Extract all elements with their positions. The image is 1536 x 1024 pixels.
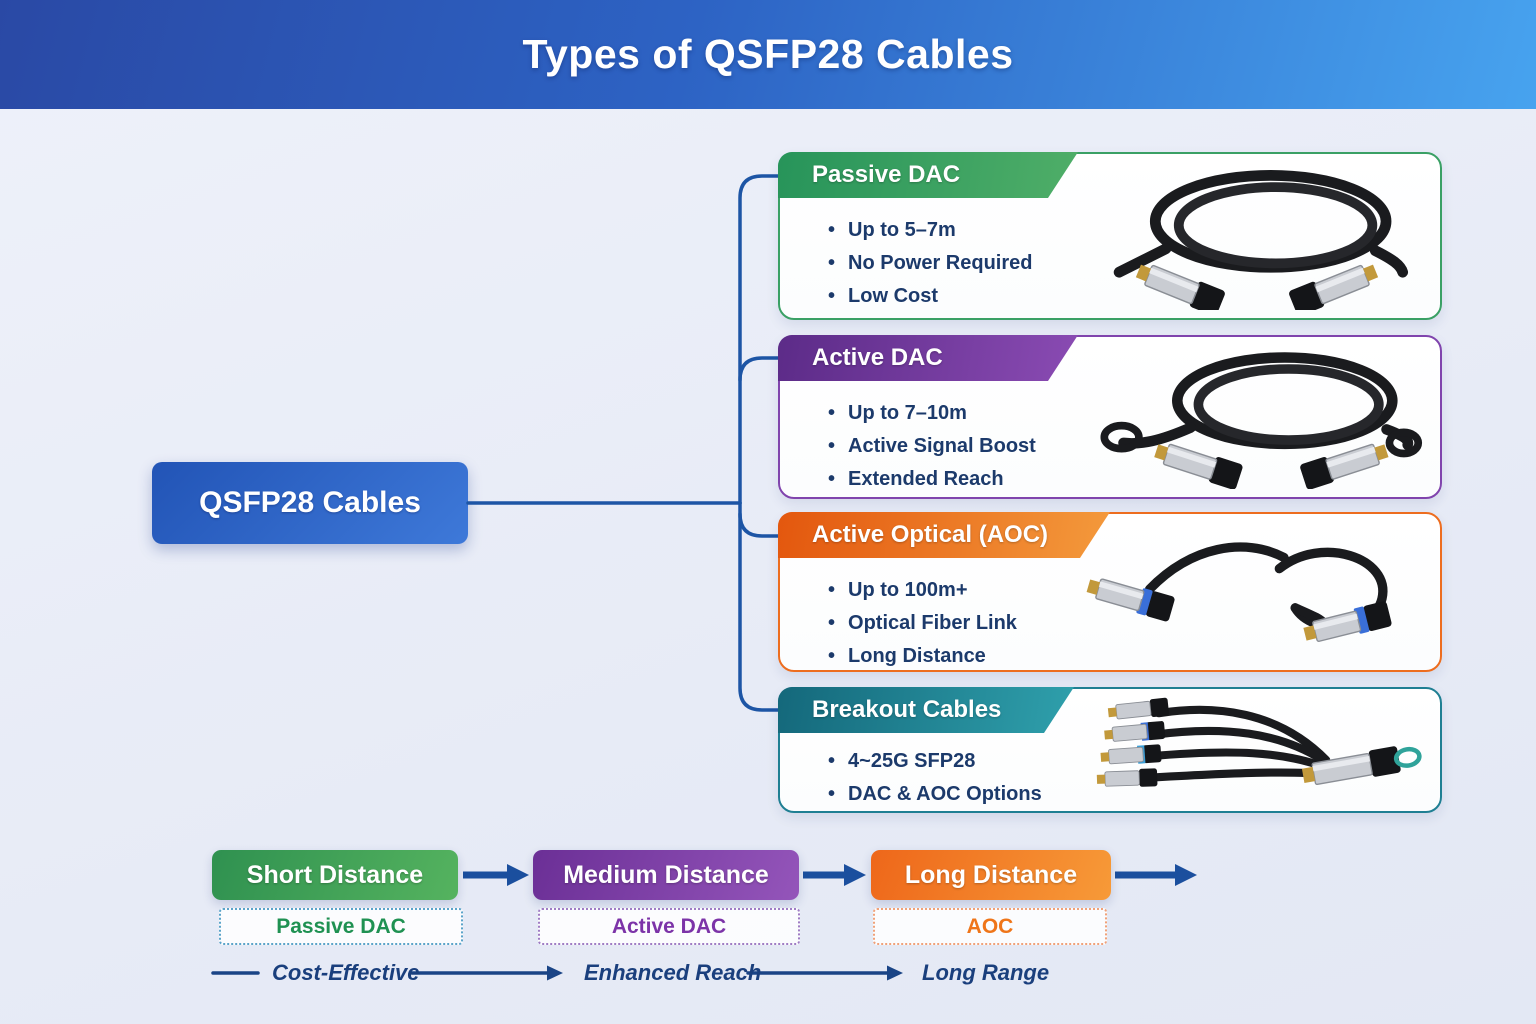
flow-tag-active-dac: Active DAC (538, 908, 800, 945)
flow-caption-cost-effective: Cost-Effective (272, 960, 420, 985)
title-banner: Types of QSFP28 Cables (0, 0, 1536, 109)
card-passive-dac-bullets: Up to 5–7m No Power Required Low Cost (780, 154, 1440, 313)
bullet-item: Up to 7–10m (828, 397, 1440, 430)
card-title: Active Optical (AOC) (812, 521, 1049, 548)
bullet-item: Extended Reach (828, 463, 1440, 496)
qsfp28-breakout-cable-image (1096, 697, 1422, 787)
bullet-item: Active Signal Boost (828, 430, 1440, 463)
qsfp28-passive-dac-cable-image (1113, 170, 1409, 310)
flow-caption-long-range: Long Range (922, 960, 1050, 985)
flow-tag-label: Active DAC (611, 914, 727, 938)
flow-tag-aoc: AOC (873, 908, 1107, 945)
card-active-dac-header: Active DAC (778, 335, 1078, 381)
root-node-qsfp28-cables: QSFP28 Cables (152, 462, 468, 544)
bullet-item: Optical Fiber Link (828, 607, 1440, 640)
flow-stage-short-distance: Short Distance (212, 850, 458, 900)
flow-stage-label: Medium Distance (563, 860, 769, 889)
card-active-dac-bullets: Up to 7–10m Active Signal Boost Extended… (780, 337, 1440, 496)
card-breakout-header: Breakout Cables (778, 687, 1074, 733)
flow-caption-enhanced-reach: Enhanced Reach (584, 960, 762, 985)
card-aoc-bullets: Up to 100m+ Optical Fiber Link Long Dist… (780, 514, 1440, 673)
bullet-item: DAC & AOC Options (828, 778, 1440, 811)
card-title: Breakout Cables (812, 696, 1002, 723)
card-breakout-cables: Breakout Cables 4~25G SFP28 DAC & AOC Op… (778, 687, 1442, 813)
bullet-item: 4~25G SFP28 (828, 745, 1440, 778)
card-title: Passive DAC (812, 161, 961, 188)
card-active-optical-aoc: Active Optical (AOC) Up to 100m+ Optical… (778, 512, 1442, 672)
card-passive-dac-header: Passive DAC (778, 152, 1078, 198)
root-node-label: QSFP28 Cables (199, 486, 421, 519)
bullet-item: Low Cost (828, 280, 1440, 313)
flow-stage-long-distance: Long Distance (871, 850, 1111, 900)
flow-tag-label: AOC (966, 914, 1014, 938)
card-passive-dac: Passive DAC Up to 5–7m No Power Required… (778, 152, 1442, 320)
card-title: Active DAC (812, 344, 943, 371)
flow-tag-label: Passive DAC (276, 914, 406, 938)
page-title: Types of QSFP28 Cables (522, 31, 1014, 77)
flow-stage-label: Long Distance (904, 860, 1078, 889)
bullet-item: Up to 100m+ (828, 574, 1440, 607)
bullet-item: Up to 5–7m (828, 214, 1440, 247)
bullet-item: Long Distance (828, 640, 1440, 673)
flow-tag-passive-dac: Passive DAC (219, 908, 463, 945)
bullet-item: No Power Required (828, 247, 1440, 280)
flow-stage-label: Short Distance (246, 860, 424, 889)
card-aoc-header: Active Optical (AOC) (778, 512, 1110, 558)
qsfp28-active-dac-cable-image (1100, 352, 1423, 489)
card-active-dac: Active DAC Up to 7–10m Active Signal Boo… (778, 335, 1442, 499)
qsfp28-aoc-cable-image (1086, 542, 1392, 643)
card-breakout-bullets: 4~25G SFP28 DAC & AOC Options (780, 689, 1440, 811)
flow-stage-medium-distance: Medium Distance (533, 850, 799, 900)
